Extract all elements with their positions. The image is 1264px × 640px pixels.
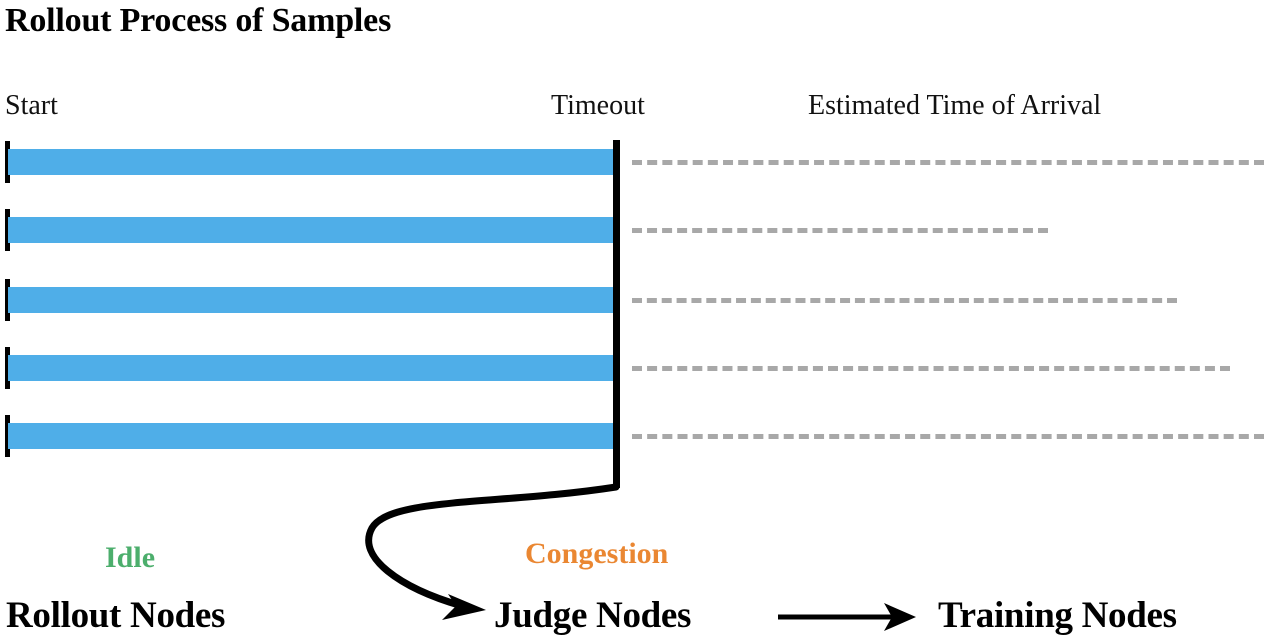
node-label-training: Training Nodes [938, 595, 1177, 636]
rollout-bar [8, 423, 613, 449]
axis-label-timeout: Timeout [551, 90, 645, 121]
eta-dashed-line [632, 434, 1264, 439]
timeline-row [0, 347, 1264, 389]
rollout-bar [8, 355, 613, 381]
eta-dashed-line [632, 366, 1230, 371]
rollout-bar [8, 217, 613, 243]
rollout-bar [8, 287, 613, 313]
timeline-row [0, 209, 1264, 251]
eta-dashed-line [632, 228, 1048, 233]
axis-label-start: Start [5, 90, 58, 121]
node-label-rollout: Rollout Nodes [6, 595, 226, 636]
rollout-bar [8, 149, 613, 175]
timeline-row [0, 279, 1264, 321]
status-badge-idle: Idle [105, 541, 156, 574]
straight-arrow-icon [778, 603, 916, 631]
eta-dashed-line [632, 298, 1177, 303]
page-title: Rollout Process of Samples [5, 2, 392, 39]
start-tick-icon [5, 209, 10, 251]
status-badge-congestion: Congestion [525, 537, 669, 570]
axis-label-eta: Estimated Time of Arrival [808, 90, 1102, 121]
start-tick-icon [5, 415, 10, 457]
timeline-row [0, 141, 1264, 183]
timeline-row [0, 415, 1264, 457]
start-tick-icon [5, 141, 10, 183]
start-tick-icon [5, 347, 10, 389]
node-label-judge: Judge Nodes [494, 595, 692, 636]
start-tick-icon [5, 279, 10, 321]
eta-dashed-line [632, 160, 1264, 165]
timeout-rule-icon [613, 140, 620, 488]
